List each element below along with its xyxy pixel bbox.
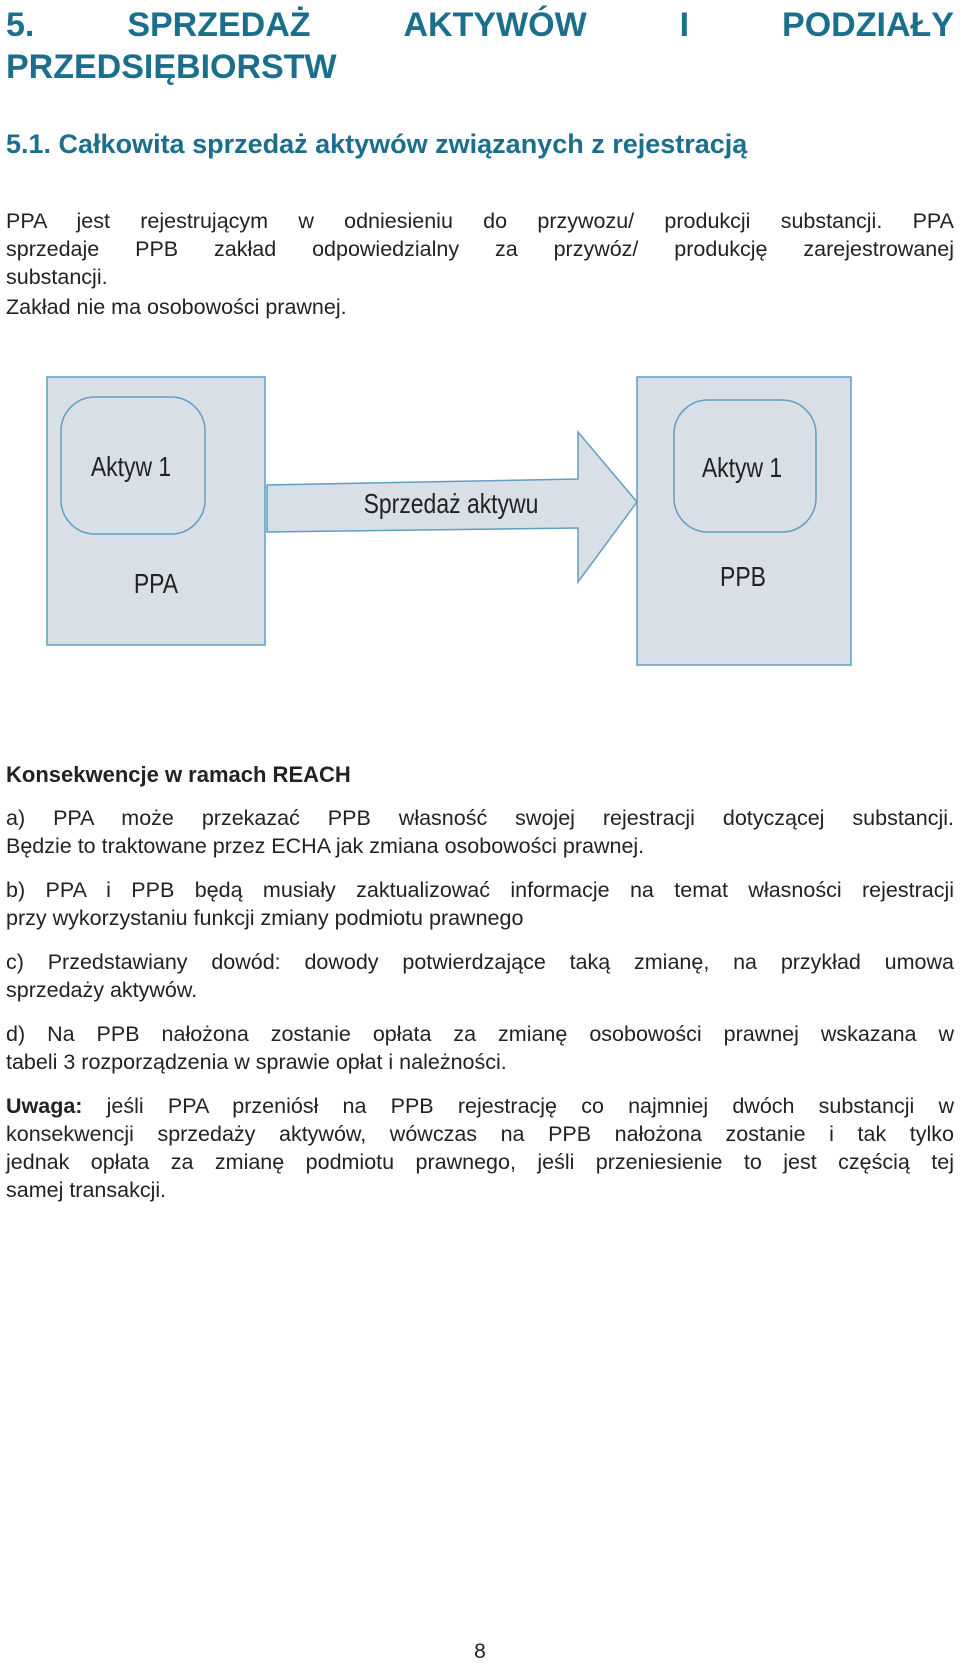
intro-line: sprzedaje PPB zakład odpowiedzialny za p… — [6, 237, 954, 261]
right-asset-shape — [673, 399, 817, 533]
intro-line: PPA jest rejestrującym w odniesieniu do … — [6, 209, 954, 233]
intro-paragraph-2: Zakład nie ma osobowości prawnej. — [6, 293, 954, 321]
consequence-line: a) PPA może przekazać PPB własność swoje… — [6, 806, 954, 830]
page-number: 8 — [474, 1640, 486, 1663]
consequence-line: sprzedaży aktywów. — [6, 978, 198, 1002]
consequence-a: a) PPA może przekazać PPB własność swoje… — [6, 804, 954, 860]
consequence-line: b) PPA i PPB będą musiały zaktualizować … — [6, 878, 954, 902]
consequence-d: d) Na PPB nałożona zostanie opłata za zm… — [6, 1020, 954, 1076]
note-line: samej transakcji. — [6, 1178, 167, 1202]
chapter-title-word: AKTYWÓW — [403, 6, 587, 44]
note-line: jednak opłata za zmianę podmiotu prawneg… — [6, 1150, 954, 1174]
chapter-title-word: I — [679, 6, 690, 44]
note-line: konsekwencji sprzedaży aktywów, wówczas … — [6, 1122, 954, 1146]
note-line: Uwaga: jeśli PPA przeniósł na PPB rejest… — [6, 1092, 954, 1120]
transfer-arrow — [266, 429, 638, 585]
intro-line: Zakład nie ma osobowości prawnej. — [6, 295, 347, 319]
consequence-line: tabeli 3 rozporządzenia w sprawie opłat … — [6, 1050, 507, 1074]
right-asset-label: Aktyw 1 — [702, 453, 782, 484]
section-title: 5.1. Całkowita sprzedaż aktywów związany… — [6, 129, 748, 159]
left-entity-label: PPA — [134, 569, 179, 600]
left-asset-shape — [60, 396, 206, 535]
consequence-line: c) Przedstawiany dowód: dowody potwierdz… — [6, 950, 954, 974]
chapter-title-word: SPRZEDAŻ — [127, 6, 311, 44]
left-asset-label: Aktyw 1 — [91, 452, 171, 483]
consequence-c: c) Przedstawiany dowód: dowody potwierdz… — [6, 948, 954, 1004]
consequence-b: b) PPA i PPB będą musiały zaktualizować … — [6, 876, 954, 932]
note-text: jeśli PPA przeniósł na PPB rejestrację c… — [82, 1094, 954, 1118]
right-entity-label: PPB — [720, 562, 766, 593]
consequence-line: d) Na PPB nałożona zostanie opłata za zm… — [6, 1022, 954, 1046]
asset-transfer-diagram: Aktyw 1 PPA Sprzedaż aktywu Aktyw 1 PPB — [46, 376, 852, 666]
intro-line: substancji. — [6, 265, 108, 289]
note-label: Uwaga: — [6, 1094, 83, 1118]
arrow-label: Sprzedaż aktywu — [364, 489, 539, 520]
chapter-title-word: PODZIAŁY — [782, 6, 954, 44]
chapter-title-word: 5. — [6, 6, 35, 44]
consequence-line: Będzie to traktowane przez ECHA jak zmia… — [6, 834, 645, 858]
chapter-title-line1: 5. SPRZEDAŻ AKTYWÓW I PODZIAŁY — [6, 4, 954, 46]
chapter-title-line2: PRZEDSIĘBIORSTW — [6, 48, 337, 86]
consequences-title: Konsekwencje w ramach REACH — [6, 762, 351, 787]
note-paragraph: Uwaga: jeśli PPA przeniósł na PPB rejest… — [6, 1092, 954, 1204]
consequence-line: przy wykorzystaniu funkcji zmiany podmio… — [6, 906, 524, 930]
intro-paragraph: PPA jest rejestrującym w odniesieniu do … — [6, 207, 954, 291]
